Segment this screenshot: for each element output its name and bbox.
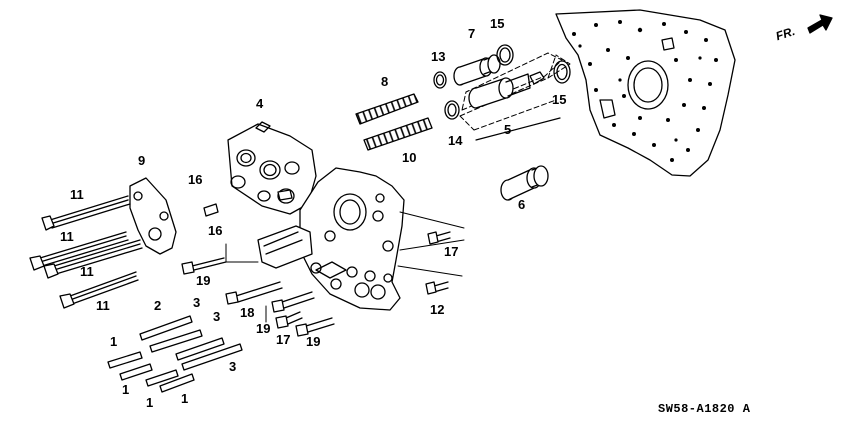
pin-16-a <box>277 189 293 201</box>
callout-16-b: 16 <box>208 223 223 238</box>
bolt-11-d <box>59 271 139 309</box>
callout-11-b: 11 <box>60 229 74 244</box>
pin-16-b <box>203 203 219 217</box>
callout-7: 7 <box>468 26 476 41</box>
spring-10 <box>363 117 433 151</box>
callout-10: 10 <box>402 150 417 165</box>
bolt-19-right <box>295 317 335 337</box>
fr-arrow-icon <box>807 14 833 34</box>
callout-1-a: 1 <box>110 334 118 349</box>
part-6-line <box>475 117 561 141</box>
part-7-sleeve <box>453 54 501 86</box>
diagram-code: SW58-A1820 A <box>658 402 751 416</box>
part-9-bracket <box>129 177 177 255</box>
part-13-ring <box>433 71 447 89</box>
lead-line-12 <box>397 265 463 277</box>
part-5-outline <box>461 52 563 111</box>
bolt-11-a <box>41 195 131 231</box>
callout-8: 8 <box>381 74 389 89</box>
separator-plate <box>555 9 736 177</box>
callout-12: 12 <box>430 302 445 317</box>
callout-11-c: 11 <box>80 264 94 279</box>
callout-1-c: 1 <box>146 395 154 410</box>
callout-15-top: 15 <box>490 16 505 31</box>
part-5-assembly <box>468 71 545 109</box>
callout-1-d: 1 <box>181 391 189 406</box>
callout-5: 5 <box>504 122 512 137</box>
lower-cover <box>257 225 313 269</box>
lead-line-19 <box>225 243 259 263</box>
callout-19-left: 19 <box>196 273 211 288</box>
bolt-11-c <box>43 239 143 279</box>
callout-6: 6 <box>518 197 526 212</box>
callout-18: 18 <box>240 305 255 320</box>
callout-14: 14 <box>448 133 463 148</box>
callout-15-right: 15 <box>552 92 567 107</box>
dowel-pins <box>107 315 243 393</box>
part-14-ring <box>444 100 460 120</box>
callout-4: 4 <box>256 96 264 111</box>
callout-11-a: 11 <box>70 187 84 202</box>
part-15-ring-top <box>496 44 514 66</box>
regulator-valve-body <box>227 121 317 215</box>
callout-11-d: 11 <box>96 298 110 313</box>
callout-3-c: 3 <box>229 359 237 374</box>
bolt-19-middle <box>271 291 315 313</box>
part-6-sleeve <box>500 165 549 201</box>
callout-16-a: 16 <box>188 172 203 187</box>
callout-2: 2 <box>154 298 162 313</box>
bolt-17-right <box>427 231 451 245</box>
bolt-19-left <box>181 257 227 275</box>
part-5-group-box <box>459 54 571 131</box>
callout-9: 9 <box>138 153 146 168</box>
callout-19-right: 19 <box>306 334 321 349</box>
bolt-17-lower <box>275 311 303 329</box>
callout-17-lower: 17 <box>276 332 291 347</box>
callout-17-right: 17 <box>444 244 459 259</box>
part-15-ring-right <box>553 60 571 84</box>
callout-19-middle: 19 <box>256 321 271 336</box>
bolt-18 <box>225 281 283 305</box>
callout-13: 13 <box>431 49 446 64</box>
bolt-12 <box>425 281 449 295</box>
bolt-11-b <box>29 231 129 271</box>
lead-lines-17 <box>399 211 465 251</box>
main-valve-body <box>299 167 405 311</box>
callout-3-a: 3 <box>193 295 201 310</box>
callout-1-b: 1 <box>122 382 130 397</box>
callout-3-b: 3 <box>213 309 221 324</box>
spring-8 <box>355 93 419 125</box>
